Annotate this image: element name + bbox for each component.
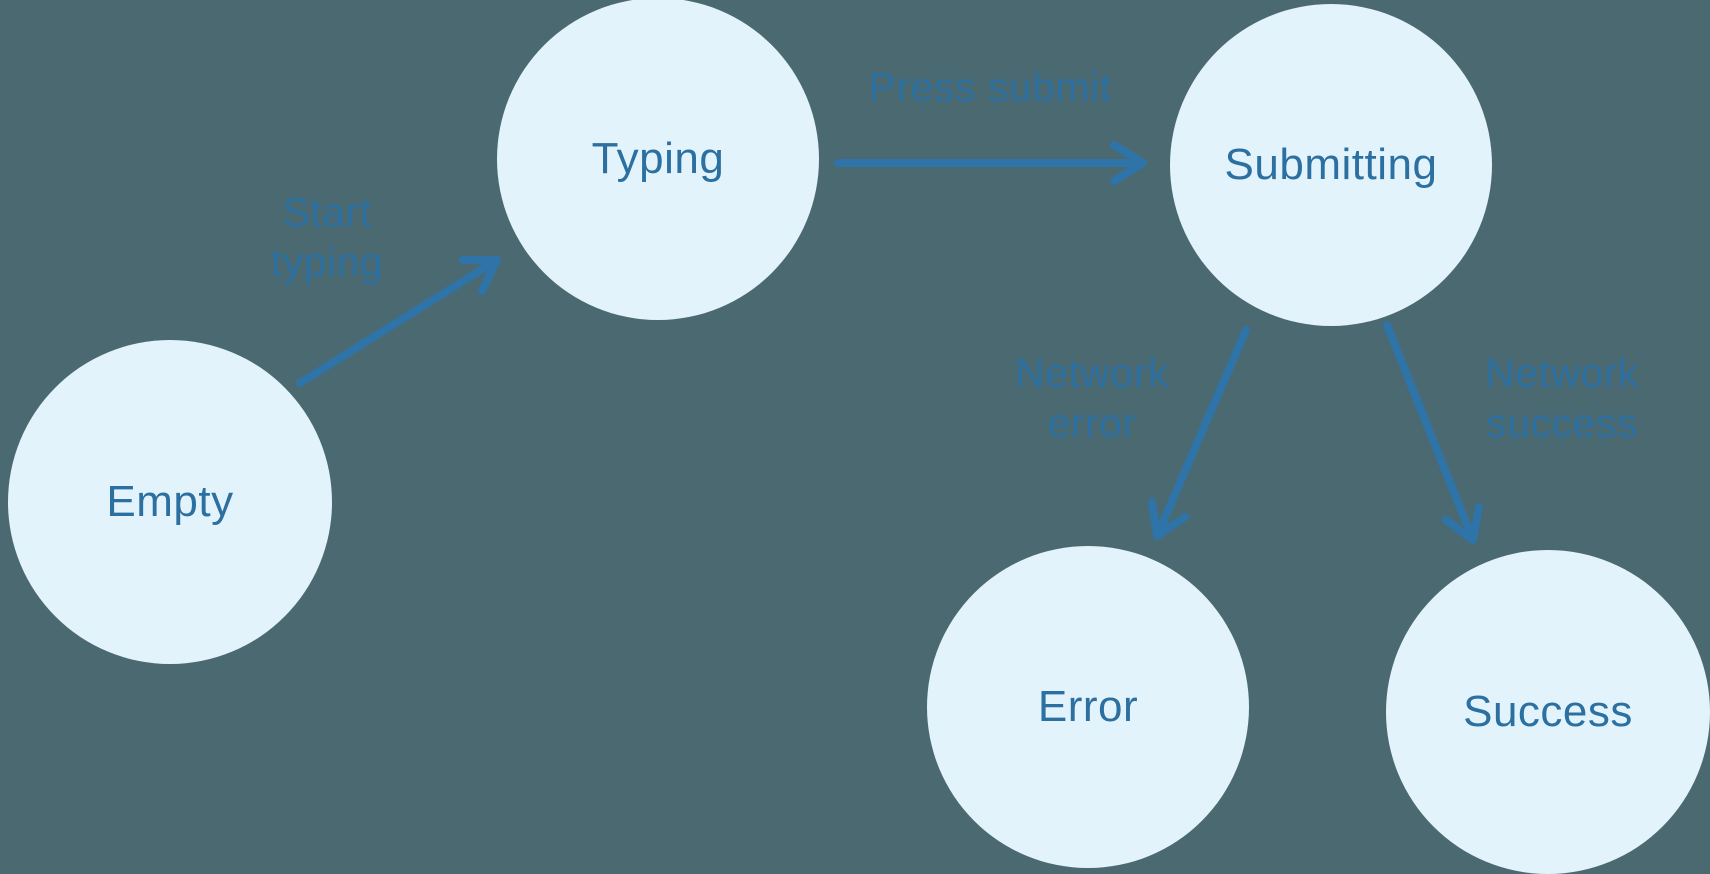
edge-label-start-typing: Start typing <box>270 188 384 285</box>
edge-arrow-typing-submitting <box>834 141 1147 185</box>
state-node-typing: Typing <box>497 0 819 320</box>
state-node-success: Success <box>1386 550 1710 874</box>
state-label-typing: Typing <box>591 134 725 183</box>
state-label-empty: Empty <box>106 477 234 526</box>
edge-label-press-submit: Press submit <box>868 63 1112 110</box>
state-node-submitting: Submitting <box>1170 4 1492 326</box>
state-node-error: Error <box>927 546 1249 868</box>
edge-label-network-error: Network error <box>1015 349 1169 446</box>
state-label-success: Success <box>1463 687 1633 736</box>
edge-label-network-success: Network success <box>1485 349 1639 446</box>
state-node-empty: Empty <box>8 340 332 664</box>
state-label-error: Error <box>1037 682 1139 731</box>
state-label-submitting: Submitting <box>1224 140 1438 189</box>
